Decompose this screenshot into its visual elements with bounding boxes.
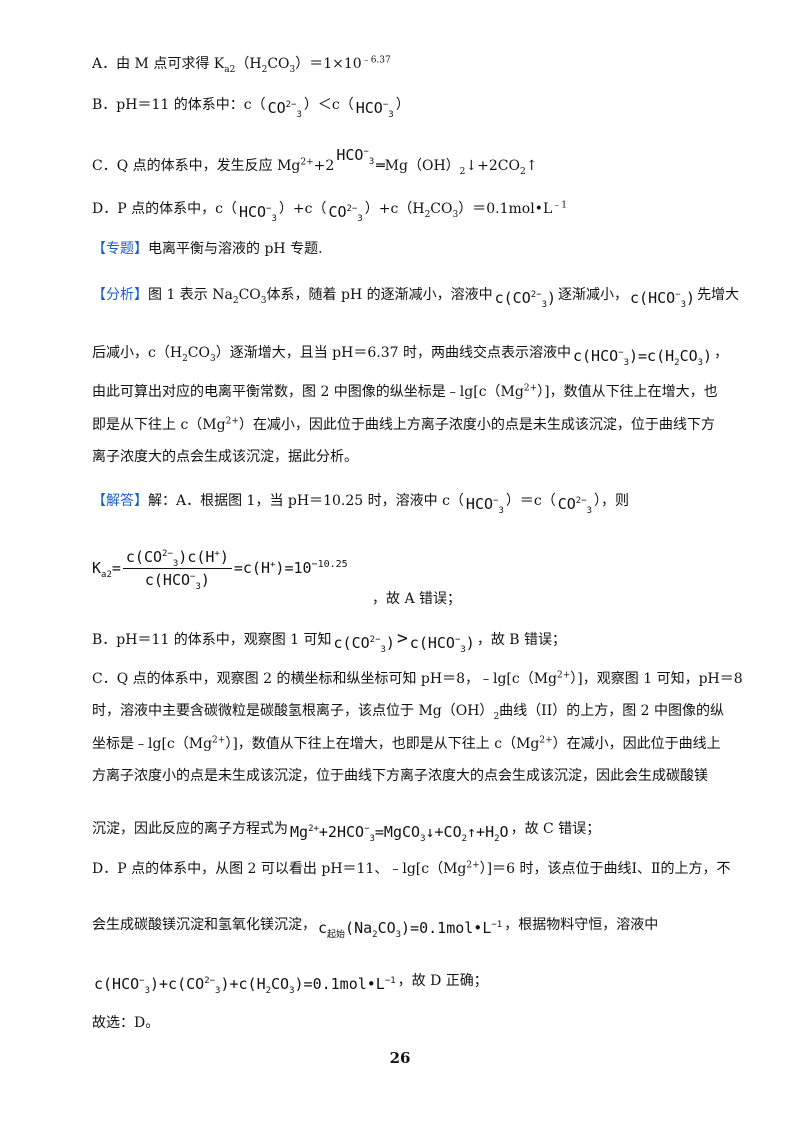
answer-c-line-1: C．Q 点的体系中，观察图 2 的横坐标和纵坐标可知 pH＝8，﹣lg[c（Mg… xyxy=(92,670,743,687)
option-a: A．由 M 点可求得 Ka2（H2CO3）＝1×10﹣6.37 xyxy=(92,55,391,75)
analysis-line-3: 由此可算出对应的电离平衡常数，图 2 中图像的纵坐标是﹣lg[c（Mg2+）]，… xyxy=(92,383,718,400)
analysis-line-5: 离子浓度大的点会生成该沉淀，据此分析。 xyxy=(92,449,358,465)
answer-a-end: ，故 A 错误； xyxy=(372,591,462,607)
answer-c-line-3: 坐标是﹣lg[c（Mg2+）]，数值从下往上在增大，也即是从下往上 c（Mg2+… xyxy=(92,735,721,752)
ka2-formula: Ka2=c(CO2−3)c(H+)c(HCO−3)=c(H+)=10−10.25 xyxy=(92,548,348,592)
answer-tag: 【解答】 xyxy=(92,493,148,509)
answer-d-line-3: c(HCO−3)+c(CO2−3)+c(H2CO3)=0.1mol•L−1，故 … xyxy=(94,973,488,996)
analysis-line-4: 即是从下往上 c（Mg2+）在减小，因此位于曲线上方离子浓度小的点是未生成该沉淀… xyxy=(92,416,715,433)
answer-c-line-4: 方离子浓度小的点是未生成该沉淀，位于曲线下方离子浓度大的点会生成该沉淀，因此会生… xyxy=(92,768,708,784)
answer-d-line-2: 会生成碳酸镁沉淀和氢氧化镁沉淀，c起始(Na2CO3)=0.1mol•L−1，根… xyxy=(92,917,659,940)
analysis-tag: 【分析】 xyxy=(92,287,148,303)
answer-d-line-1: D．P 点的体系中，从图 2 可以看出 pH＝11、﹣lg[c（Mg2+）]＝6… xyxy=(92,860,731,877)
option-d: D．P 点的体系中，c（HCO−3）+c（CO2−3）+c（H2CO3）＝0.1… xyxy=(92,200,567,224)
answer-c-line-2: 时，溶液中主要含碳微粒是碳酸氢根离子，该点位于 Mg（OH）2曲线（II）的上方… xyxy=(92,703,725,722)
option-c: C．Q 点的体系中，发生反应 Mg2++2HCO−3═Mg（OH）2↓+2CO2… xyxy=(92,146,538,177)
answer-line-1: 【解答】解：A．根据图 1，当 pH＝10.25 时，溶液中 c（HCO−3）＝… xyxy=(92,493,630,516)
option-b: B．pH＝11 的体系中：c（CO2−3）＜c（HCO−3） xyxy=(92,97,410,120)
page-number: 26 xyxy=(389,1049,411,1067)
special-tag: 【专题】 xyxy=(92,241,148,257)
analysis-line-2: 后减小，c（H2CO3）逐渐增大，且当 pH＝6.37 时，两曲线交点表示溶液中… xyxy=(92,345,729,368)
special-topic: 【专题】电离平衡与溶液的 pH 专题. xyxy=(92,241,323,257)
ka2-fraction: c(CO2−3)c(H+)c(HCO−3) xyxy=(122,548,232,592)
final-answer: 故选：D。 xyxy=(92,1015,160,1031)
